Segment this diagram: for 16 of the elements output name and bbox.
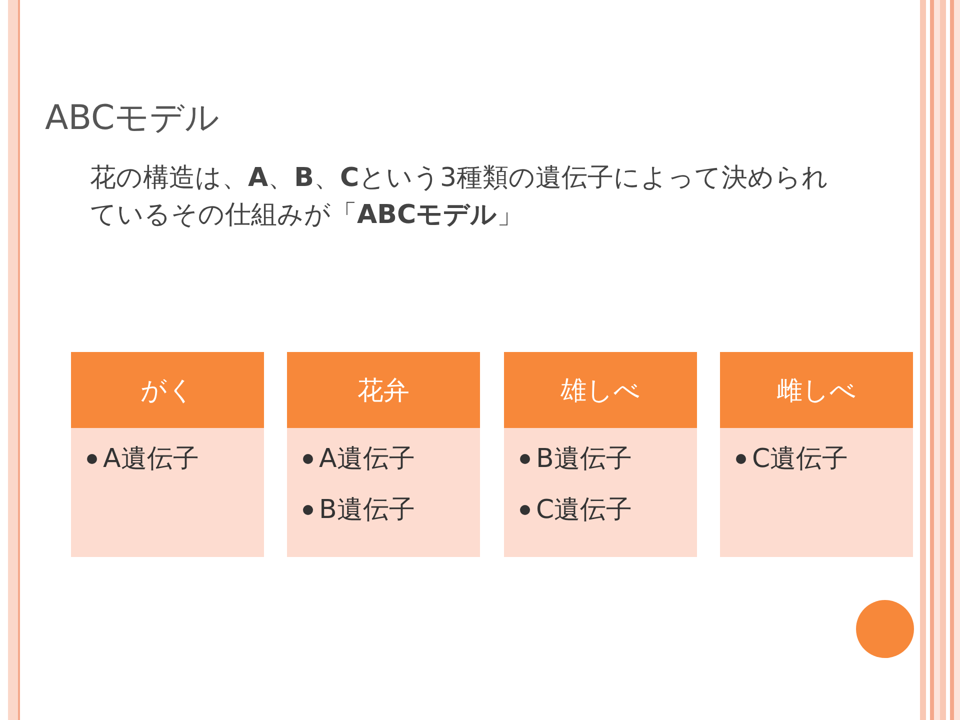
bullet-item: A遺伝子 [319,443,415,476]
bullet-item: C遺伝子 [536,494,632,527]
card [287,352,480,557]
body-text: 花の構造は、A、B、Cという3種類の遺伝子によって決められているその仕組みが「ABCモデル」 [90,162,830,232]
bullet-item: B遺伝子 [319,494,415,527]
card-header: 花弁 [287,352,480,428]
card [504,352,697,557]
bullet-item: B遺伝子 [536,443,632,476]
bullet-item: C遺伝子 [752,443,848,476]
card-header: 雄しべ [504,352,697,428]
slide-title: ABCモデル [45,97,220,140]
card-header: がく [71,352,264,428]
card-header: 雌しべ [720,352,913,428]
bullet-item: A遺伝子 [103,443,199,476]
card [720,352,913,557]
card [71,352,264,557]
